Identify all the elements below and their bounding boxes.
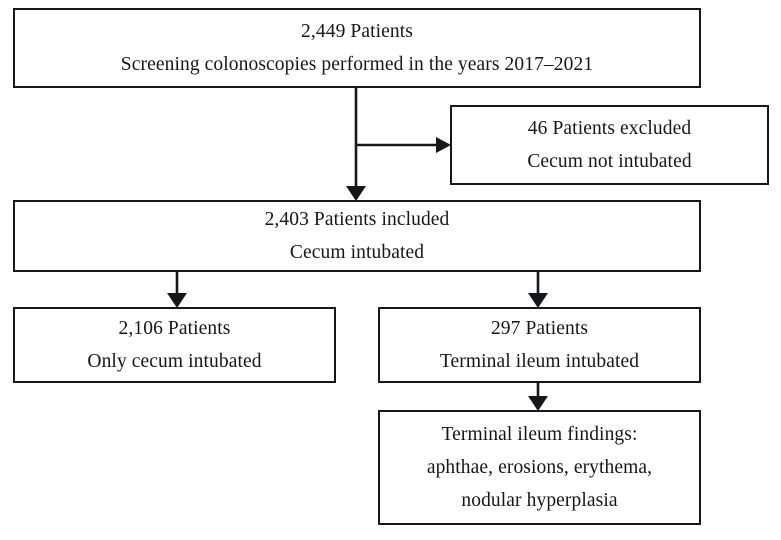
cecum-only-line-2: Only cecum intubated <box>87 351 262 372</box>
included-patients-box: 2,403 Patients included Cecum intubated <box>13 200 701 272</box>
included-patients-line-1: 2,403 Patients included <box>264 209 450 230</box>
cecum-only-box: 2,106 Patients Only cecum intubated <box>13 307 336 383</box>
total-patients-box: 2,449 Patients Screening colonoscopies p… <box>13 8 701 88</box>
terminal-ileum-intubated-box: 297 Patients Terminal ileum intubated <box>378 307 701 383</box>
edge-total-to-included-arrowhead <box>346 186 366 201</box>
included-patients-line-2: Cecum intubated <box>289 242 425 263</box>
excluded-patients-box: 46 Patients excluded Cecum not intubated <box>450 105 769 185</box>
edge-included-to-ileum-arrowhead <box>528 293 548 308</box>
findings-line-2: aphthae, erosions, erythema, <box>426 457 653 478</box>
terminal-ileum-findings-box: Terminal ileum findings: aphthae, erosio… <box>378 410 701 525</box>
excluded-patients-line-1: 46 Patients excluded <box>527 118 692 139</box>
cecum-only-line-1: 2,106 Patients <box>118 318 231 339</box>
findings-line-3: nodular hyperplasia <box>461 490 618 511</box>
terminal-ileum-line-1: 297 Patients <box>490 318 589 339</box>
total-patients-line-1: 2,449 Patients <box>301 21 413 42</box>
findings-line-1: Terminal ileum findings: <box>441 424 638 445</box>
total-patients-line-2: Screening colonoscopies performed in the… <box>120 54 594 75</box>
terminal-ileum-line-2: Terminal ileum intubated <box>439 351 640 372</box>
excluded-patients-line-2: Cecum not intubated <box>527 151 692 172</box>
edge-included-to-cecum-only-arrowhead <box>167 293 187 308</box>
edge-ileum-to-findings-arrowhead <box>528 396 548 411</box>
edge-total-to-excluded-arrowhead <box>436 137 451 153</box>
